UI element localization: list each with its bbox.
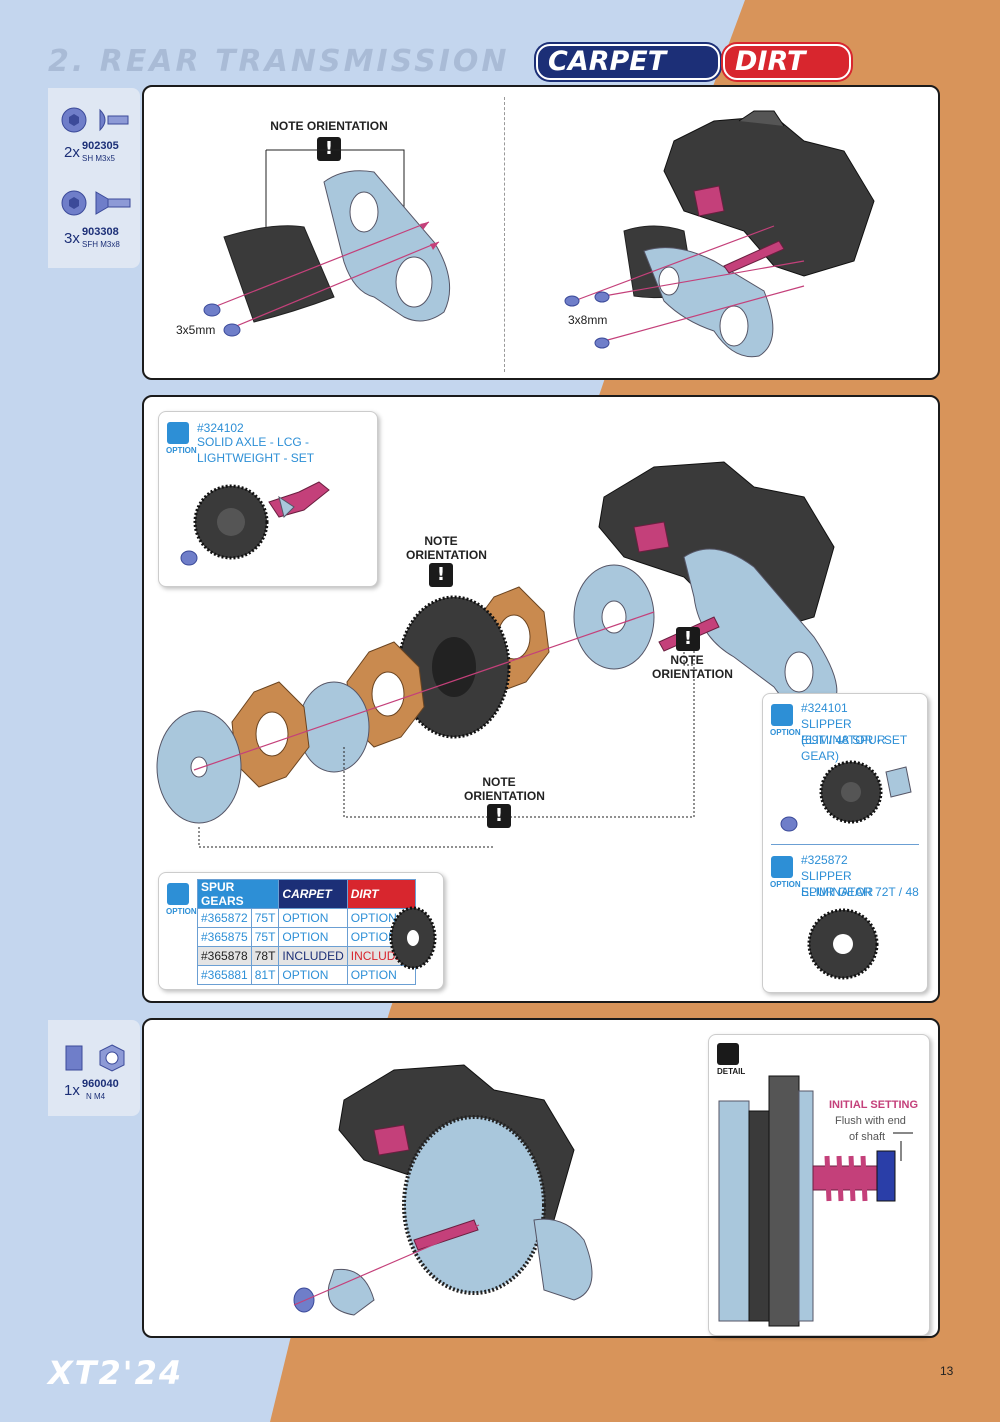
warning-icon-2: ! [676, 627, 700, 651]
table-row: #365875 75T OPTION OPTION [197, 927, 417, 947]
option-spur-code: #325872 [801, 853, 848, 867]
hw1-qty-1: 2x [64, 144, 80, 161]
warning-icon-1: ! [429, 563, 453, 587]
cell-code: #365878 [197, 946, 252, 966]
header-carpet: CARPET [278, 879, 348, 909]
cell-code: #365881 [197, 965, 252, 985]
warning-icon-3: ! [487, 804, 511, 828]
spur-gears-box: OPTION SPUR GEARS CARPET DIRT #365872 75… [158, 872, 444, 990]
hw1-code-1: 902305 [82, 140, 119, 152]
cell-carpet: INCLUDED [278, 946, 348, 966]
hw2-qty: 1x [64, 1082, 80, 1099]
cell-teeth: 75T [250, 908, 280, 928]
detail-label: DETAIL [717, 1067, 746, 1076]
table-row: #365872 75T OPTION OPTION [197, 908, 417, 928]
option-axle-code: #324102 [197, 421, 244, 435]
cell-teeth: 81T [250, 965, 280, 985]
table-header-row: SPUR GEARS CARPET DIRT [196, 879, 417, 909]
hw1-qty-2: 3x [64, 230, 80, 247]
option-slipper-sub: (69T / 48 SPUR GEAR) [801, 733, 886, 763]
detail-box: DETAIL INITIAL SETTING Flush with end of… [708, 1034, 930, 1336]
option-spur-sub: SPUR GEAR 72T / 48 [801, 885, 919, 899]
hw1-code-2: 903308 [82, 226, 119, 238]
option-label: OPTION [166, 907, 197, 916]
locknut-icon [65, 1044, 125, 1072]
step-panel-2: NOTE ORIENTATION ! ! NOTE ORIENTATION NO… [142, 395, 940, 1003]
note-orientation-3: NOTE ORIENTATION [464, 775, 545, 803]
page-number: 13 [940, 1364, 954, 1378]
option-slipper-box: OPTION #324101 SLIPPER ELIMINATOR - SET … [762, 693, 928, 993]
magnifier-icon [717, 1043, 739, 1065]
header-dirt: DIRT [346, 879, 417, 909]
cell-carpet: OPTION [278, 908, 348, 928]
hw1-desc-1: SH M3x5 [82, 154, 115, 163]
cell-teeth: 78T [250, 946, 280, 966]
flush-text-1: Flush with end [835, 1115, 906, 1127]
cell-teeth: 75T [250, 927, 280, 947]
table-row: #365878 78T INCLUDED INCLUDED [197, 946, 417, 966]
spur-gear-72t-illustration [807, 908, 879, 980]
step2-main-illustration [156, 461, 838, 848]
table-row: #365881 81T OPTION OPTION [197, 965, 417, 985]
cell-code: #365872 [197, 908, 252, 928]
option-label: OPTION [770, 728, 801, 737]
option-spur-name: SLIPPER ELIMINATOR [801, 869, 874, 899]
page-title: 2. REAR TRANSMISSION [48, 44, 510, 79]
flat-head-screw-icon [61, 190, 131, 216]
header-spur-gears: SPUR GEARS [196, 879, 280, 909]
note-orientation-2: NOTE ORIENTATION [652, 653, 733, 681]
slipper-set-illustration [780, 760, 912, 832]
step-panel-1: NOTE ORIENTATION ! 3x5mm 3x8mm [142, 85, 940, 380]
step1-left-illustration [203, 149, 451, 337]
step1-right-illustration [564, 110, 875, 358]
hw1-desc-2: SFH M3x8 [82, 240, 120, 249]
hw2-code: 960040 [82, 1078, 119, 1090]
warning-icon: ! [317, 137, 341, 161]
dirt-badge: DIRT [723, 44, 851, 80]
button-head-screw-icon [61, 107, 129, 133]
option-axle-name: SOLID AXLE - LCG - LIGHTWEIGHT - SET [197, 435, 315, 465]
hw2-desc: N M4 [86, 1092, 106, 1101]
flush-text-2: of shaft [849, 1131, 886, 1143]
cell-carpet: OPTION [278, 927, 348, 947]
thumbs-up-icon [167, 422, 189, 444]
thumbs-up-icon [167, 883, 189, 905]
option-axle-box: OPTION #324102 SOLID AXLE - LCG - LIGHTW… [158, 411, 378, 587]
option-slipper-name: SLIPPER ELIMINATOR - SET [801, 717, 908, 747]
hardware-box-1: 2x 902305 SH M3x5 3x 903308 SFH M3x8 [48, 88, 140, 268]
thumbs-up-icon [771, 704, 793, 726]
cell-code: #365875 [197, 927, 252, 947]
step3-illustration [293, 1064, 593, 1316]
option-label: OPTION [166, 446, 197, 455]
hardware-box-2: 1x 960040 N M4 [48, 1020, 140, 1116]
thumbs-up-icon [771, 856, 793, 878]
footer-logo: XT2'24 [48, 1354, 184, 1392]
spur-gears-table: SPUR GEARS CARPET DIRT #365872 75T OPTIO… [196, 879, 417, 985]
cell-dirt: OPTION [346, 965, 417, 985]
option-label: OPTION [770, 880, 801, 889]
carpet-badge: CARPET [536, 44, 720, 80]
cell-carpet: OPTION [278, 965, 348, 985]
note-orientation-label: NOTE ORIENTATION [270, 119, 388, 133]
panel-divider [504, 97, 505, 372]
detail-illustration [718, 1075, 913, 1327]
screw-3x5-label: 3x5mm [176, 323, 216, 337]
initial-setting-label: INITIAL SETTING [829, 1099, 919, 1111]
spur-gear-illustration [389, 906, 437, 970]
option-slipper-code: #324101 [801, 701, 848, 715]
note-orientation-1: NOTE ORIENTATION [406, 534, 487, 562]
axle-set-illustration [180, 481, 330, 566]
step-panel-3: DETAIL INITIAL SETTING Flush with end of… [142, 1018, 940, 1338]
screw-3x8-label: 3x8mm [568, 313, 608, 327]
option-divider [771, 844, 919, 845]
